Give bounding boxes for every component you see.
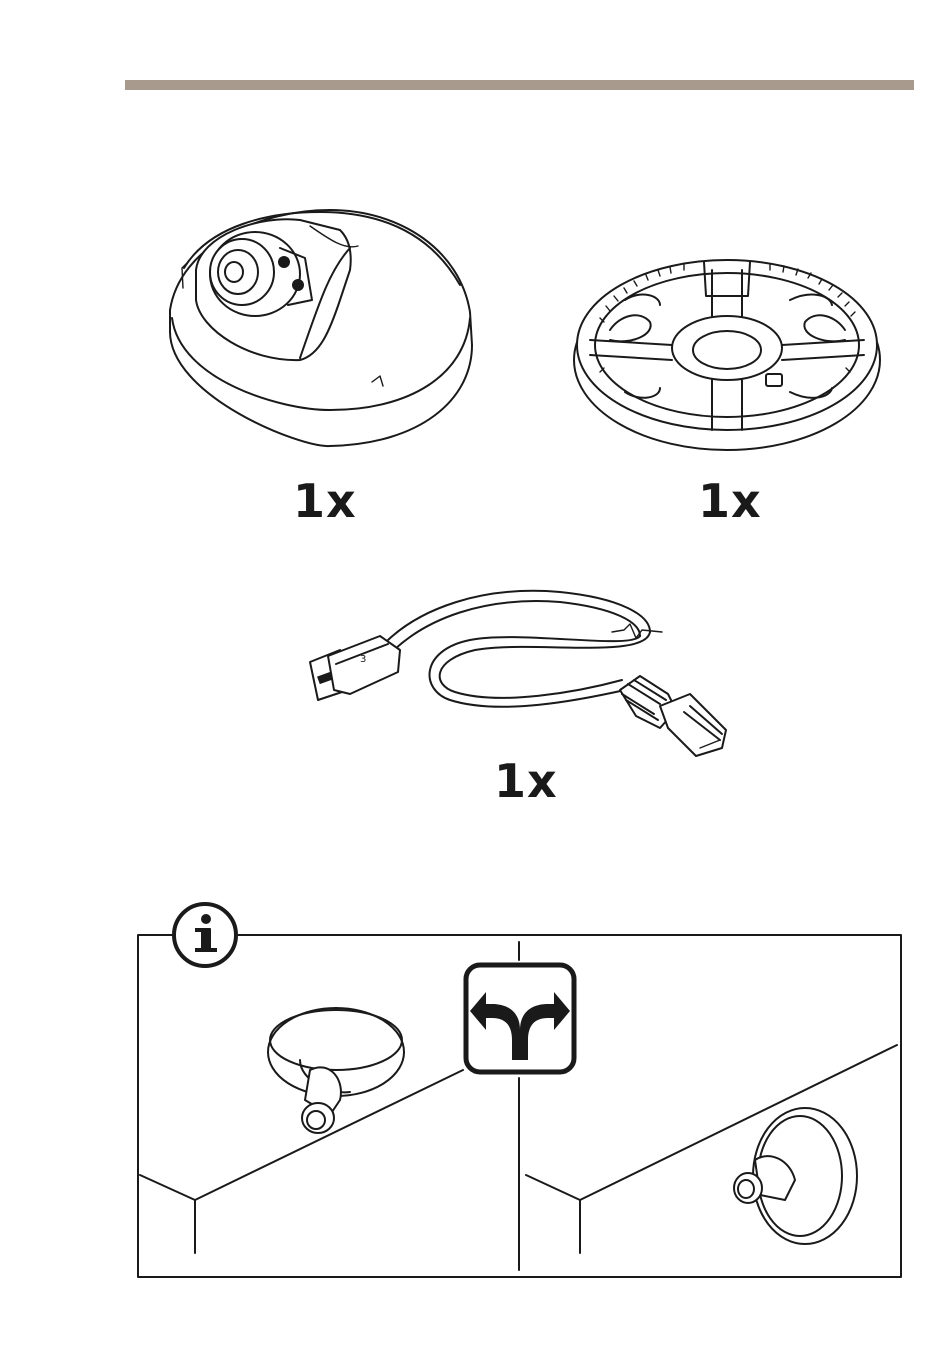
wall-mount-option [526, 1045, 897, 1253]
ceiling-mount-option [140, 1008, 463, 1253]
info-icon [174, 904, 236, 966]
fork-arrows-icon [466, 965, 574, 1072]
